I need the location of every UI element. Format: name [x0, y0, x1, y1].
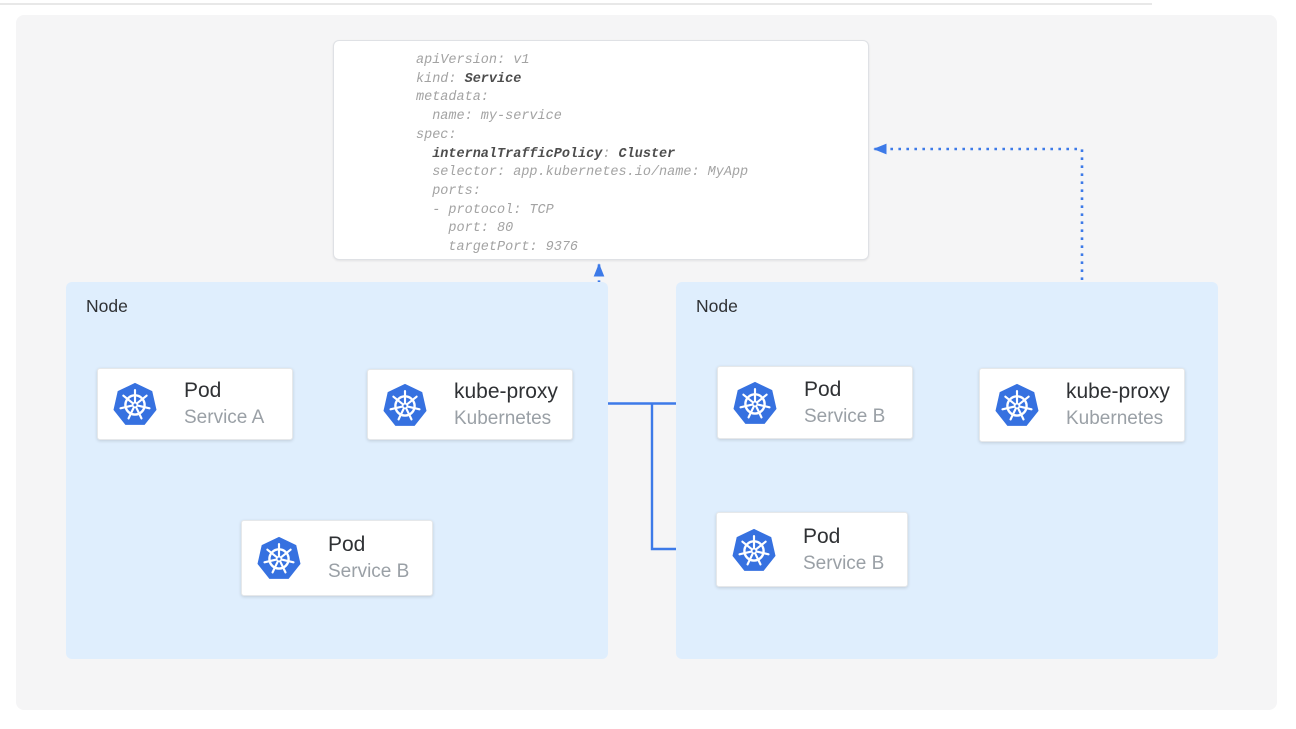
card-title: Pod — [328, 533, 366, 557]
card-texts: Pod Service B — [804, 377, 885, 429]
card-title: Pod — [804, 377, 842, 401]
code-line: selector: app.kubernetes.io/name: MyApp — [416, 164, 868, 183]
node-right: Node — [676, 282, 1218, 659]
card-pod-service-b-left: Pod Service B — [241, 520, 433, 596]
node-left: Node — [66, 282, 608, 659]
code-segment: selector: app.kubernetes.io/name: MyApp — [416, 165, 749, 181]
code-segment-bold: Cluster — [618, 146, 676, 162]
card-subtitle: Service B — [803, 552, 885, 574]
code-segment: metadata: — [416, 90, 489, 106]
card-subtitle: Service B — [804, 405, 886, 427]
node-label: Node — [86, 296, 128, 316]
card-texts: Pod Service A — [184, 378, 264, 430]
card-texts: kube-proxy Kubernetes — [1066, 379, 1170, 431]
card-subtitle: Kubernetes — [454, 407, 552, 429]
card-pod-service-a: Pod Service A — [97, 368, 293, 440]
card-subtitle: Kubernetes — [1066, 408, 1164, 430]
card-subtitle: Service B — [328, 561, 410, 583]
card-title: Pod — [803, 524, 841, 548]
card-title: kube-proxy — [1066, 380, 1170, 404]
code-line: apiVersion: v1 — [416, 52, 868, 71]
card-pod-service-b-right-bot: Pod Service B — [716, 512, 908, 587]
kubernetes-icon — [113, 382, 157, 425]
code-segment: : — [602, 146, 619, 162]
code-segment: kind: — [416, 71, 465, 87]
code-segment: name: my-service — [416, 109, 562, 125]
kubernetes-icon — [995, 383, 1039, 426]
code-segment — [416, 147, 432, 162]
code-segment: ports: — [416, 183, 481, 199]
kubernetes-icon — [733, 381, 777, 424]
code-line: port: 80 — [416, 220, 868, 239]
code-segment: spec: — [416, 127, 457, 143]
top-divider-rule — [0, 3, 1152, 5]
code-line: spec: — [416, 127, 868, 146]
card-kube-proxy-left: kube-proxy Kubernetes — [367, 369, 573, 440]
card-title: kube-proxy — [454, 379, 558, 403]
code-segment-bold: Service — [464, 71, 522, 87]
node-label: Node — [696, 296, 738, 316]
code-line: - protocol: TCP — [416, 202, 868, 221]
kubernetes-icon — [383, 383, 427, 426]
card-title: Pod — [184, 379, 222, 403]
kubernetes-icon — [257, 536, 301, 579]
kubernetes-icon — [732, 528, 776, 571]
card-subtitle: Service A — [184, 407, 265, 429]
code-segment: targetPort: 9376 — [416, 240, 579, 256]
code-line: ports: — [416, 183, 868, 202]
card-texts: Pod Service B — [328, 532, 409, 584]
card-texts: Pod Service B — [803, 524, 884, 576]
code-segment: apiVersion: v1 — [416, 53, 530, 68]
card-kube-proxy-right: kube-proxy Kubernetes — [979, 368, 1185, 442]
code-line: name: my-service — [416, 108, 868, 127]
card-texts: kube-proxy Kubernetes — [454, 379, 558, 431]
code-line: internalTrafficPolicy: Cluster — [416, 146, 868, 165]
code-line: metadata: — [416, 89, 868, 108]
code-segment-bold: internalTrafficPolicy — [432, 146, 603, 162]
card-pod-service-b-right-top: Pod Service B — [717, 366, 913, 439]
code-segment: - protocol: TCP — [416, 202, 554, 218]
code-segment: port: 80 — [416, 221, 514, 237]
code-line: kind: Service — [416, 71, 868, 90]
code-line: targetPort: 9376 — [416, 239, 868, 258]
